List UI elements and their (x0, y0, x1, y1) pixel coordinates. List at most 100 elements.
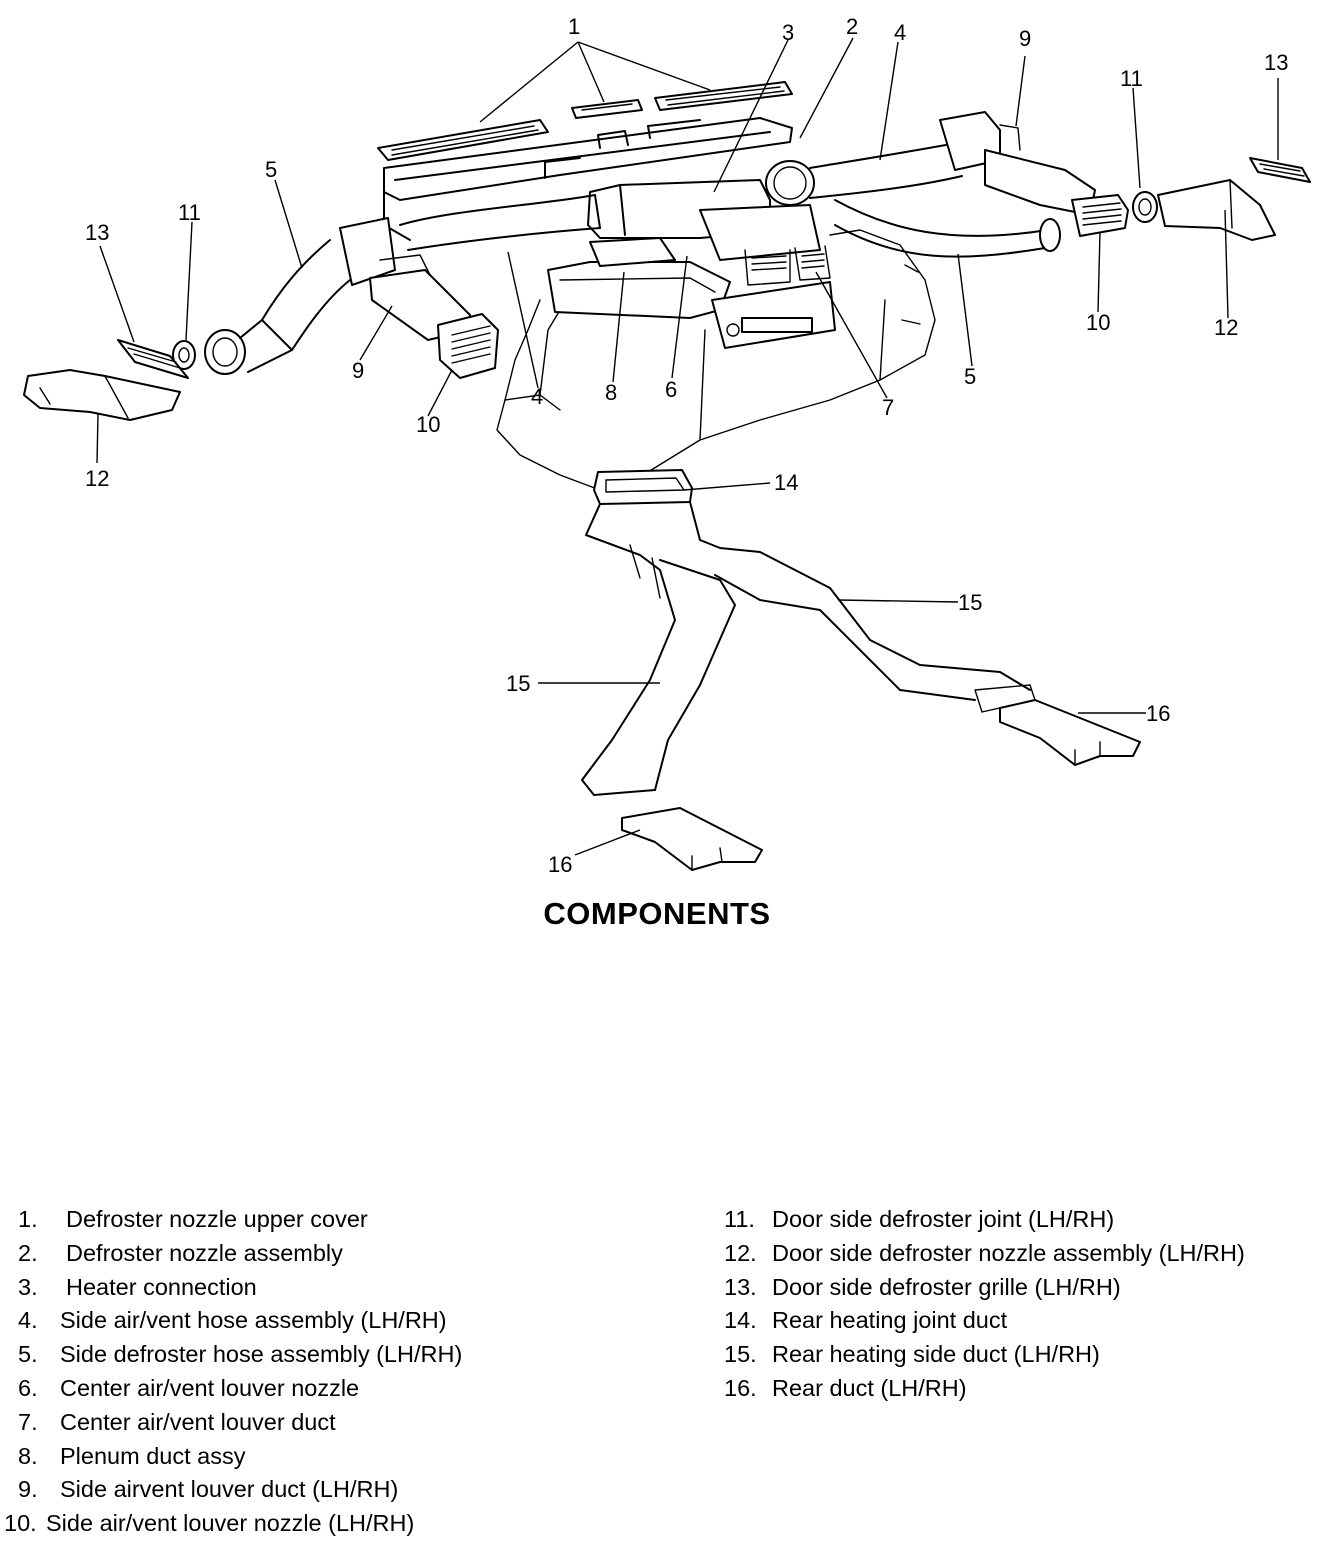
legend-label: Center air/vent louver nozzle (60, 1374, 360, 1401)
legend-item: 13. Door side defroster grille (LH/RH) (724, 1271, 1245, 1305)
legend-item: 5. Side defroster hose assembly (LH/RH) (18, 1338, 462, 1372)
door-side-defroster-grille-left (117, 339, 189, 379)
legend-item: 12. Door side defroster nozzle assembly (… (724, 1237, 1245, 1271)
rear-heating-side-duct-right (689, 501, 1036, 713)
legend-label: Side air/vent hose assembly (LH/RH) (60, 1307, 447, 1334)
legend-label: Rear heating side duct (LH/RH) (772, 1341, 1100, 1368)
legend-item: 4. Side air/vent hose assembly (LH/RH) (18, 1304, 462, 1338)
side-airvent-louver-nozzle-right (1071, 194, 1129, 237)
callout-1: 1 (568, 14, 580, 39)
callout-8: 8 (605, 380, 617, 405)
plenum-duct-assy (547, 237, 731, 319)
legend-number: 13. (724, 1273, 757, 1300)
callout-15-left: 15 (506, 671, 530, 696)
center-air-vent-louver-nozzle (699, 204, 831, 286)
legend-number: 16. (724, 1374, 757, 1401)
side-air-vent-hose-left (399, 194, 601, 251)
legend-number: 10. (4, 1510, 37, 1537)
callout-11-right: 11 (1120, 66, 1143, 91)
legend-number: 14. (724, 1307, 757, 1334)
door-side-defroster-grille-right (1249, 157, 1311, 183)
defroster-nozzle-upper-cover-left (377, 119, 549, 161)
legend-list-left: 1. Defroster nozzle upper cover 2. Defrost… (4, 1203, 462, 1541)
defroster-nozzle-assembly (383, 117, 793, 241)
callout-9-left: 9 (352, 358, 364, 383)
callout-5-left: 5 (265, 157, 277, 182)
side-air-vent-hose-right (809, 141, 963, 199)
legend-number: 1. (18, 1206, 38, 1232)
callout-15-right: 15 (958, 590, 982, 615)
callout-10-right: 10 (1086, 310, 1110, 335)
callout-3: 3 (782, 20, 794, 45)
legend-label: Side defroster hose assembly (LH/RH) (60, 1341, 463, 1368)
callout-4-right: 4 (894, 20, 906, 45)
callout-9-right: 9 (1019, 26, 1031, 51)
callout-12-right: 12 (1214, 315, 1238, 340)
legend-number: 6. (18, 1374, 38, 1401)
legend-item: 7.Center air/vent louver duct (18, 1406, 462, 1440)
legend-number: 11. (724, 1206, 755, 1232)
legend-label: Defroster nozzle upper cover (66, 1206, 368, 1232)
callout-12-left: 12 (85, 466, 109, 491)
center-air-vent-louver-duct (711, 281, 836, 349)
legend-label: Plenum duct assy (60, 1442, 246, 1469)
legend-number: 2. (18, 1239, 38, 1266)
defroster-nozzle-upper-cover-right (654, 81, 793, 111)
callout-7: 7 (882, 395, 894, 420)
legend-item: 2. Defroster nozzle assembly (18, 1237, 462, 1271)
legend-number: 9. (18, 1476, 38, 1503)
callout-14: 14 (774, 470, 798, 495)
legend-label: Center air/vent louver duct (60, 1408, 336, 1435)
side-airvent-louver-nozzle-left (437, 313, 499, 379)
callout-2: 2 (846, 14, 858, 39)
callout-11-left: 11 (178, 200, 201, 225)
legend-number: 8. (18, 1442, 38, 1469)
legend-item: 9.Side airvent louver duct (LH/RH) (18, 1473, 462, 1507)
legend-item: 10. Side air/vent louver nozzle (LH/RH) (4, 1507, 462, 1541)
legend-item: 8. Plenum duct assy (18, 1440, 462, 1474)
callout-6: 6 (665, 377, 677, 402)
rear-duct-right (999, 699, 1141, 766)
legend-item: 15. Rear heating side duct (LH/RH) (724, 1338, 1245, 1372)
side-defroster-hose-right (834, 199, 1061, 258)
rear-heating-side-duct-left (581, 503, 736, 796)
legend-number: 15. (724, 1341, 757, 1368)
legend-label: Rear heating joint duct (772, 1307, 1008, 1334)
callout-13-right: 13 (1264, 50, 1288, 75)
legend-label: Door side defroster joint (LH/RH) (772, 1206, 1115, 1232)
side-airvent-louver-duct-right (939, 111, 1096, 216)
legend-item: 11. Door side defroster joint (LH/RH) (724, 1203, 1245, 1237)
legend-label: Heater connection (66, 1273, 257, 1300)
legend-label: Side air/vent louver nozzle (LH/RH) (46, 1510, 415, 1537)
leader-lines (96, 37, 1279, 856)
legend-number: 12. (724, 1239, 757, 1266)
callout-16-right: 16 (1146, 701, 1170, 726)
legend-item: 6. Center air/vent louver nozzle (18, 1372, 462, 1406)
legend-label: Door side defroster grille (LH/RH) (772, 1273, 1121, 1300)
legend-label: Door side defroster nozzle assembly (LH/… (772, 1239, 1245, 1266)
door-side-defroster-joint-right (1132, 191, 1158, 223)
legend-number: 3. (18, 1273, 38, 1300)
defroster-nozzle-upper-cover-center (571, 99, 643, 119)
side-defroster-hose-left (204, 239, 351, 375)
legend-label: Rear duct (LH/RH) (772, 1374, 967, 1401)
callout-13-left: 13 (85, 220, 109, 245)
callout-5-right: 5 (964, 364, 976, 389)
callout-4-left: 4 (531, 384, 543, 409)
door-side-defroster-joint-left (172, 340, 196, 370)
callout-10-left: 10 (416, 412, 440, 437)
door-side-defroster-nozzle-right (1157, 179, 1276, 241)
legend-number: 5. (18, 1341, 38, 1368)
legend-item: 1. Defroster nozzle upper cover (18, 1203, 462, 1237)
callout-16-left: 16 (548, 852, 572, 877)
legend-item: 14. Rear heating joint duct (724, 1304, 1245, 1338)
rear-duct-left (621, 807, 763, 871)
legend-label: Defroster nozzle assembly (66, 1239, 343, 1266)
legend-item: 16. Rear duct (LH/RH) (724, 1372, 1245, 1406)
diagram-title: COMPONENTS (543, 896, 771, 931)
legend-number: 4. (18, 1307, 38, 1334)
heater-unit-housing (496, 229, 936, 491)
legend-list-right: 11. Door side defroster joint (LH/RH) 12.… (724, 1203, 1245, 1406)
rear-heating-joint-duct (593, 469, 693, 505)
